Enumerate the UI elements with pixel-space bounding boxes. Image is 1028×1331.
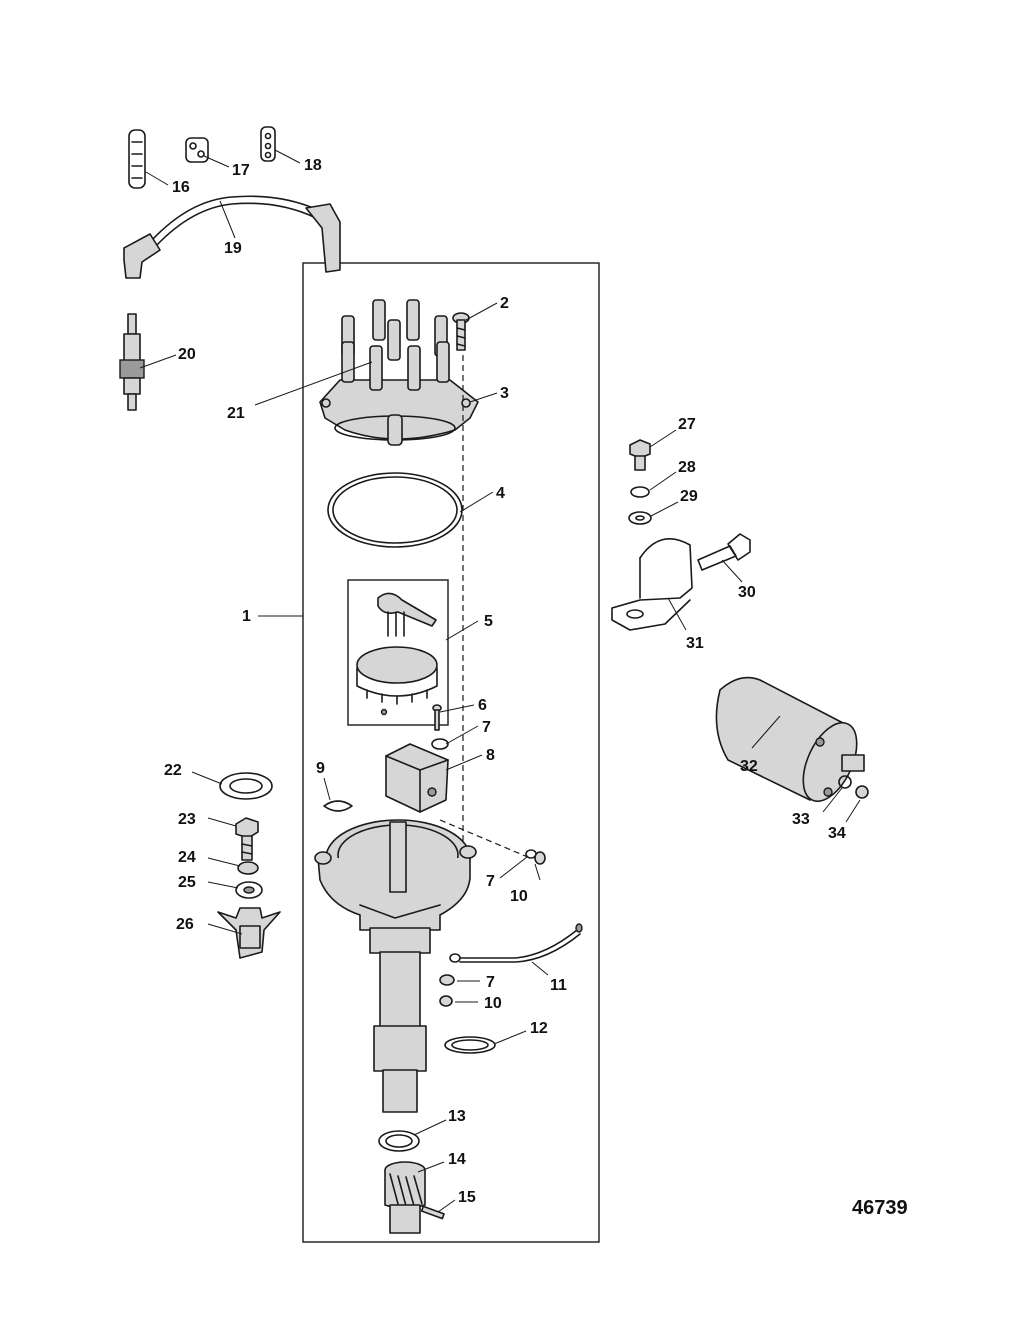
callout-25: 25: [178, 874, 196, 891]
callout-16: 16: [172, 179, 190, 196]
drive-gear: [384, 1161, 426, 1234]
callout-24: 24: [178, 849, 196, 866]
callout-8: 8: [486, 747, 495, 764]
spark-plug-wire: [123, 195, 341, 279]
wire-separator-16: [128, 129, 146, 189]
base-gasket: [444, 1036, 496, 1054]
callout-31: 31: [686, 635, 704, 652]
callout-22: 22: [164, 762, 182, 779]
callout-13: 13: [448, 1108, 466, 1125]
callout-18: 18: [304, 157, 322, 174]
ignition-coil-32: [715, 676, 865, 802]
washer-22: [219, 772, 273, 800]
callout-29: 29: [680, 488, 698, 505]
callout-4: 4: [496, 485, 505, 502]
callout-1: 1: [242, 608, 251, 625]
callout-6: 6: [478, 697, 487, 714]
wire-separator-18: [260, 126, 276, 162]
callout-33: 33: [792, 811, 810, 828]
lockwasher-28: [630, 486, 650, 498]
callout-26: 26: [176, 916, 194, 933]
ground-wire: [449, 923, 583, 963]
callout-3: 3: [500, 385, 509, 402]
nut-34: [855, 785, 869, 799]
callout-labels: 1 2 3 4 5 6 7 8 9 7 10 7 10 11 12 13 14 …: [164, 157, 846, 1206]
callout-20: 20: [178, 346, 196, 363]
washer-29: [628, 511, 652, 525]
washer-33: [838, 775, 852, 789]
callout-7-right: 7: [486, 873, 495, 890]
wire-separator-17: [185, 137, 209, 163]
rotor-kit: [347, 579, 449, 726]
roll-pin: [420, 1205, 445, 1220]
distributor-cap: [319, 299, 479, 446]
callout-32: 32: [740, 758, 758, 775]
leader-lines: [139, 149, 861, 1213]
distributor-housing: [314, 819, 477, 931]
nut-lower: [439, 995, 453, 1007]
distributor-shaft: [369, 927, 431, 1113]
callout-11: 11: [550, 977, 567, 994]
bolt-27: [629, 439, 651, 471]
callout-10-right: 10: [510, 888, 528, 905]
callout-27: 27: [678, 416, 696, 433]
bolt-23: [235, 817, 259, 861]
callout-34: 34: [828, 825, 846, 842]
callout-7-lower: 7: [486, 974, 495, 991]
alignment-line-module: [439, 819, 531, 859]
callout-21: 21: [227, 405, 245, 422]
weight-26: [217, 907, 281, 959]
callout-2: 2: [500, 295, 509, 312]
washer-top: [431, 738, 449, 750]
clip: [323, 800, 353, 812]
assembly-frame: [302, 262, 600, 1243]
shaft-washer: [378, 1130, 420, 1152]
callout-17: 17: [232, 162, 250, 179]
callout-15: 15: [458, 1189, 476, 1206]
callout-28: 28: [678, 459, 696, 476]
module-screw: [432, 704, 442, 731]
spark-plug: [119, 313, 145, 411]
callout-10-lower: 10: [484, 995, 502, 1012]
cap-gasket: [327, 472, 463, 548]
callout-12: 12: [530, 1020, 548, 1037]
callout-30: 30: [738, 584, 756, 601]
callout-19: 19: [224, 240, 242, 257]
ignition-module: [385, 743, 449, 813]
cap-screw: [452, 312, 470, 351]
washer-24: [237, 861, 259, 875]
callout-14: 14: [448, 1151, 466, 1168]
drawing-number: 46739: [852, 1197, 908, 1219]
callout-23: 23: [178, 811, 196, 828]
washer-lower: [439, 974, 455, 986]
callout-5: 5: [484, 613, 493, 630]
nut-right: [534, 851, 546, 865]
callout-7-top: 7: [482, 719, 491, 736]
callout-9: 9: [316, 760, 325, 777]
washer-25: [235, 881, 263, 899]
bolt-30: [697, 533, 751, 571]
coil-bracket-31: [611, 538, 693, 631]
